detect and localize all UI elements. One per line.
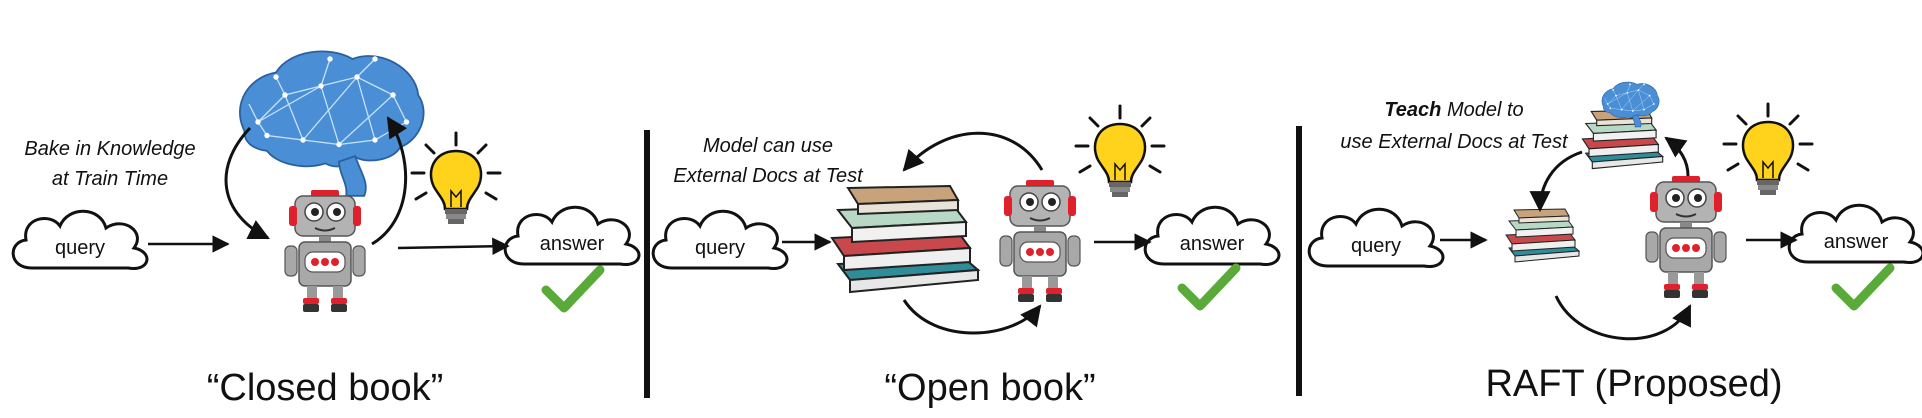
answer-label: answer	[540, 233, 605, 255]
answer-cloud-icon: answer	[503, 205, 641, 267]
arrow-icon	[1664, 136, 1690, 177]
panel-3-note-line-2: use External Docs at Test	[1340, 131, 1569, 153]
query-label: query	[55, 237, 105, 259]
books-icon	[831, 185, 979, 293]
arrow-icon	[1529, 150, 1583, 213]
checkmark-icon	[1182, 268, 1236, 306]
books-icon	[1581, 109, 1664, 170]
robot-icon	[999, 179, 1081, 303]
panel-2-title: “Open book”	[884, 367, 1095, 409]
query-label: query	[1351, 235, 1401, 257]
arrow-icon	[371, 116, 408, 246]
lightbulb-icon	[410, 131, 502, 226]
panel-1-note-line-1: Bake in Knowledge	[24, 138, 195, 160]
panel-divider	[644, 130, 650, 398]
panel-2-note-line-1: Model can use	[703, 135, 833, 157]
checkmark-icon	[546, 270, 600, 308]
panel-divider	[1296, 126, 1302, 396]
robot-icon	[1645, 175, 1727, 299]
arrow-icon	[902, 131, 1044, 172]
panel-raft: Teach Model to use External Docs at Test…	[1307, 81, 1922, 405]
query-cloud-icon: query	[651, 209, 789, 271]
note-emphasis: Teach	[1384, 99, 1441, 121]
checkmark-icon	[1836, 268, 1890, 306]
query-cloud-icon: query	[1307, 207, 1445, 269]
lightbulb-icon	[1074, 104, 1166, 199]
answer-label: answer	[1824, 231, 1889, 253]
query-cloud-icon: query	[11, 209, 149, 271]
brain-icon	[239, 50, 425, 197]
panel-closed-book: Bake in Knowledge at Train Time query an…	[11, 50, 641, 409]
robot-icon	[284, 189, 366, 313]
panel-3-note-line-1: Teach Model to	[1384, 99, 1523, 121]
panel-1-note-line-2: at Train Time	[52, 168, 168, 190]
answer-cloud-icon: answer	[1143, 205, 1281, 267]
arrow-icon	[1554, 295, 1692, 341]
arrow-icon	[902, 299, 1042, 335]
panel-open-book: Model can use External Docs at Test quer…	[651, 104, 1281, 409]
query-label: query	[695, 237, 745, 259]
panel-2-note-line-2: External Docs at Test	[673, 165, 864, 187]
arrow-icon	[397, 237, 510, 256]
arrow-icon	[224, 126, 270, 240]
panel-1-title: “Closed book”	[207, 367, 444, 409]
answer-cloud-icon: answer	[1787, 203, 1922, 265]
note-rest: Model to	[1441, 99, 1523, 121]
books-icon	[1505, 208, 1580, 263]
panel-3-title: RAFT (Proposed)	[1485, 363, 1782, 405]
lightbulb-icon	[1722, 102, 1814, 197]
answer-label: answer	[1180, 233, 1245, 255]
